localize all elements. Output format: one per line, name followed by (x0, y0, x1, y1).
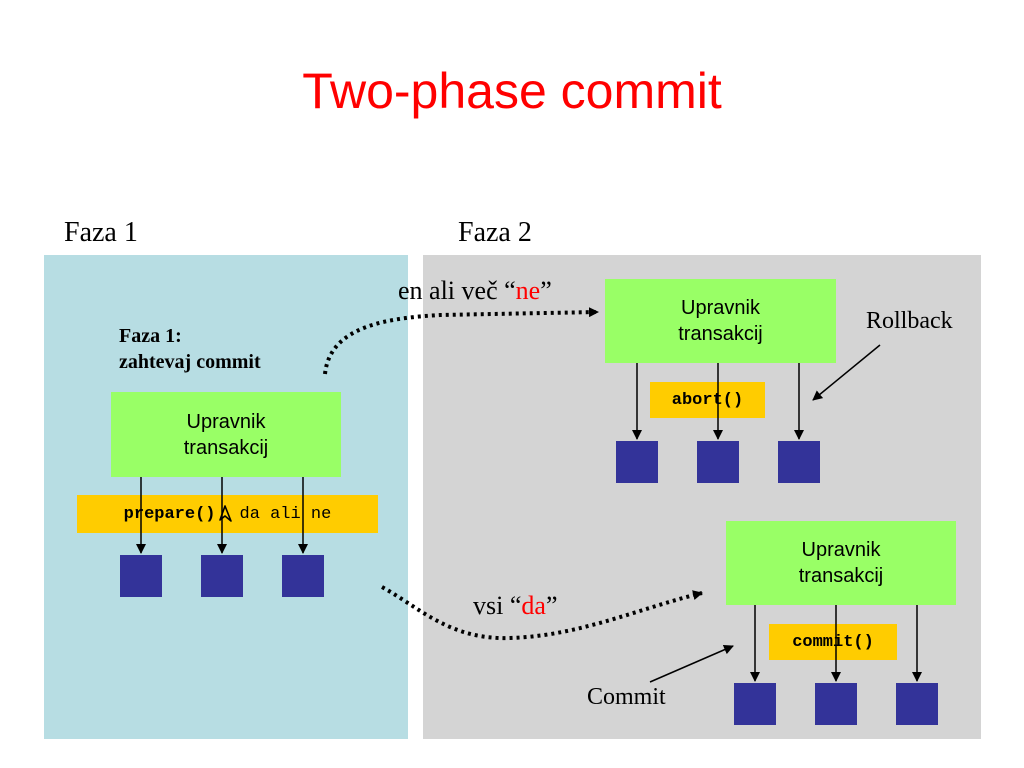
top-condition-suffix: ” (540, 276, 552, 305)
phase1-participant-1 (120, 555, 162, 597)
phase1-step-title-line2: zahtevaj commit (119, 351, 261, 373)
phase2-bottom-participant-2 (815, 683, 857, 725)
phase2-top-manager-line2: transakcij (678, 323, 763, 345)
rollback-pointer (812, 344, 881, 401)
phase1-transaction-manager: Upravnik transakcij (111, 392, 341, 477)
bottom-condition-prefix: vsi “ (473, 591, 522, 620)
phase2-top-participant-3 (778, 441, 820, 483)
bottom-condition-value: da (521, 591, 546, 620)
prepare-reply-text: da ali ne (239, 504, 332, 524)
top-condition-value: ne (515, 276, 541, 305)
phase2-bottom-transaction-manager: Upravnik transakcij (726, 521, 956, 605)
prepare-call-text: prepare() (123, 504, 216, 524)
dotted-arrow-to-commit (381, 585, 703, 641)
phase2-commit-call: commit() (769, 624, 897, 660)
commit-pointer (649, 644, 734, 683)
phase2-top-manager-line1: Upravnik (681, 297, 760, 319)
phase2-bottom-participant-1 (734, 683, 776, 725)
phase2-top-participant-1 (616, 441, 658, 483)
phase2-bottom-manager-line2: transakcij (798, 565, 884, 587)
phase1-prepare-call: prepare() da ali ne (77, 495, 378, 533)
phase1-step-title: Faza 1: zahtevaj commit (119, 323, 261, 375)
phase1-manager-line2: transakcij (183, 436, 269, 459)
phase2-bottom-manager-line1: Upravnik (801, 539, 881, 561)
phase2-top-condition: en ali več “ne” (398, 276, 552, 306)
phase2-label: Faza 2 (458, 217, 532, 248)
phase1-manager-line1: Upravnik (186, 410, 266, 433)
phase1-label: Faza 1 (64, 217, 138, 248)
phase2-bottom-condition: vsi “da” (473, 591, 557, 621)
rollback-note: Rollback (866, 308, 953, 334)
phase1-participant-2 (201, 555, 243, 597)
phase2-bottom-participant-3 (896, 683, 938, 725)
phase2-top-transaction-manager: Upravnik transakcij (605, 279, 836, 363)
phase2-top-participant-2 (697, 441, 739, 483)
commit-note: Commit (587, 684, 666, 710)
top-condition-prefix: en ali več “ (398, 276, 516, 305)
page-title: Two-phase commit (302, 63, 722, 119)
pointer-arrow-icon (218, 505, 232, 522)
phase2-abort-call: abort() (650, 382, 765, 418)
phase1-step-title-line1: Faza 1: (119, 325, 182, 347)
dotted-arrow-to-abort (323, 307, 599, 375)
phase1-participant-3 (282, 555, 324, 597)
bottom-condition-suffix: ” (545, 591, 558, 620)
